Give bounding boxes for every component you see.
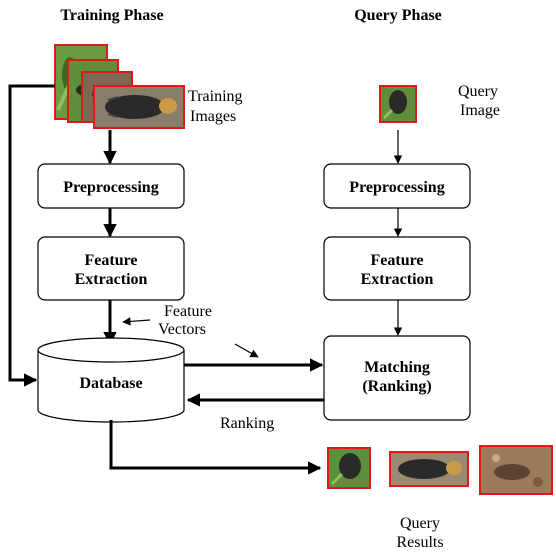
result-image-2 — [389, 451, 469, 487]
query-results-label-line1: Query — [400, 515, 440, 532]
training-images-label-line2: Images — [190, 108, 236, 125]
query-preprocessing-box — [323, 163, 471, 209]
matching-label-line2: (Ranking) — [362, 378, 431, 395]
query-feature-label-line1: Feature — [370, 252, 423, 269]
feature-vectors-pointer-2 — [234, 343, 259, 358]
query-results-images — [327, 445, 553, 495]
arrow-database-to-results — [109, 420, 322, 475]
training-image-4 — [93, 85, 185, 129]
result-image-1 — [327, 447, 371, 489]
training-feature-label-line2: Extraction — [75, 271, 148, 288]
training-preprocessing-label: Preprocessing — [63, 179, 158, 196]
database-label: Database — [79, 375, 142, 392]
matching-ranking-box — [323, 335, 471, 421]
query-results-label-line2: Results — [396, 534, 443, 551]
query-feature-extraction-box — [323, 236, 471, 301]
feature-vectors-label-line2: Vectors — [158, 321, 206, 338]
result-image-3 — [479, 445, 553, 495]
query-image — [379, 85, 417, 123]
query-preprocessing-label: Preprocessing — [349, 179, 444, 196]
matching-label-line1: Matching — [364, 359, 430, 376]
training-phase-header: Training Phase — [60, 7, 163, 24]
ranking-label: Ranking — [220, 415, 274, 432]
query-phase-header: Query Phase — [354, 7, 442, 24]
feature-vectors-label-line1: Feature — [164, 303, 212, 320]
query-feature-label-line2: Extraction — [361, 271, 434, 288]
database-cylinder — [37, 337, 185, 423]
training-feature-label-line1: Feature — [84, 252, 137, 269]
training-images-label-line1: Training — [188, 88, 243, 105]
query-image-label-line2: Image — [460, 102, 500, 119]
query-image-label-line1: Query — [458, 83, 498, 100]
arrow-images-to-database — [8, 84, 55, 387]
feature-vectors-pointer — [122, 317, 151, 326]
training-images-stack — [54, 44, 185, 129]
